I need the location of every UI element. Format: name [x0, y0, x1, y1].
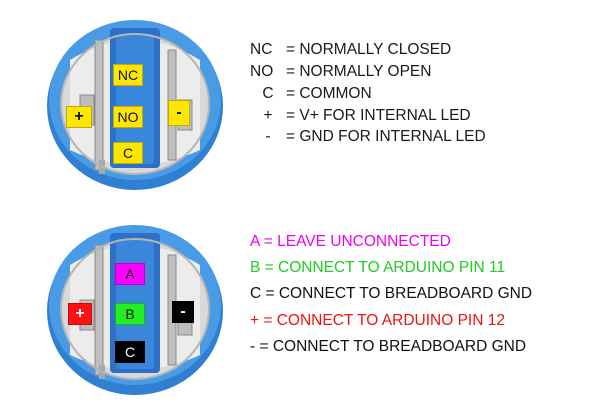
legend-symbol: NO: [250, 63, 274, 80]
plus-label: +: [68, 303, 92, 325]
legend-bottom-row: + = CONNECT TO ARDUINO PIN 12: [250, 312, 505, 329]
legend-symbol: -: [265, 128, 271, 145]
c-label: C: [115, 341, 145, 363]
legend-text: = NORMALLY CLOSED: [286, 41, 452, 58]
legend-bottom-row: A = LEAVE UNCONNECTED: [250, 233, 451, 250]
no-label: NO: [113, 106, 143, 128]
legend-text: = NORMALLY OPEN: [286, 63, 432, 80]
bottom-switch-diagram: A B C + -: [0, 205, 230, 405]
legend-text: = GND FOR INTERNAL LED: [286, 128, 486, 145]
legend-symbol: C: [262, 85, 274, 102]
minus-label: -: [168, 100, 190, 126]
legend-bottom-row: - = CONNECT TO BREADBOARD GND: [250, 338, 527, 355]
top-switch-body-icon: [47, 20, 223, 190]
legend-top-row: -= GND FOR INTERNAL LED: [250, 127, 486, 147]
plus-label: +: [66, 106, 92, 128]
legend-symbol: +: [263, 107, 273, 124]
legend-bottom-row: B = CONNECT TO ARDUINO PIN 11: [250, 259, 506, 276]
legend-top-row: NO = NORMALLY OPEN: [250, 62, 431, 82]
legend-top-row: C = COMMON: [250, 84, 372, 104]
top-switch-diagram: NC NO C + -: [0, 0, 230, 200]
nc-label: NC: [113, 64, 143, 86]
legend-text: = V+ FOR INTERNAL LED: [286, 107, 471, 124]
legend-top-row: + = V+ FOR INTERNAL LED: [250, 106, 471, 126]
legend-symbol: NC: [250, 41, 273, 58]
legend-bottom-row: C = CONNECT TO BREADBOARD GND: [250, 285, 533, 302]
minus-label: -: [172, 301, 194, 323]
legend-text: = COMMON: [286, 85, 372, 102]
legend-top-row: NC = NORMALLY CLOSED: [250, 40, 451, 60]
b-label: B: [115, 303, 145, 325]
c-label: C: [113, 142, 143, 164]
a-label: A: [115, 263, 145, 285]
